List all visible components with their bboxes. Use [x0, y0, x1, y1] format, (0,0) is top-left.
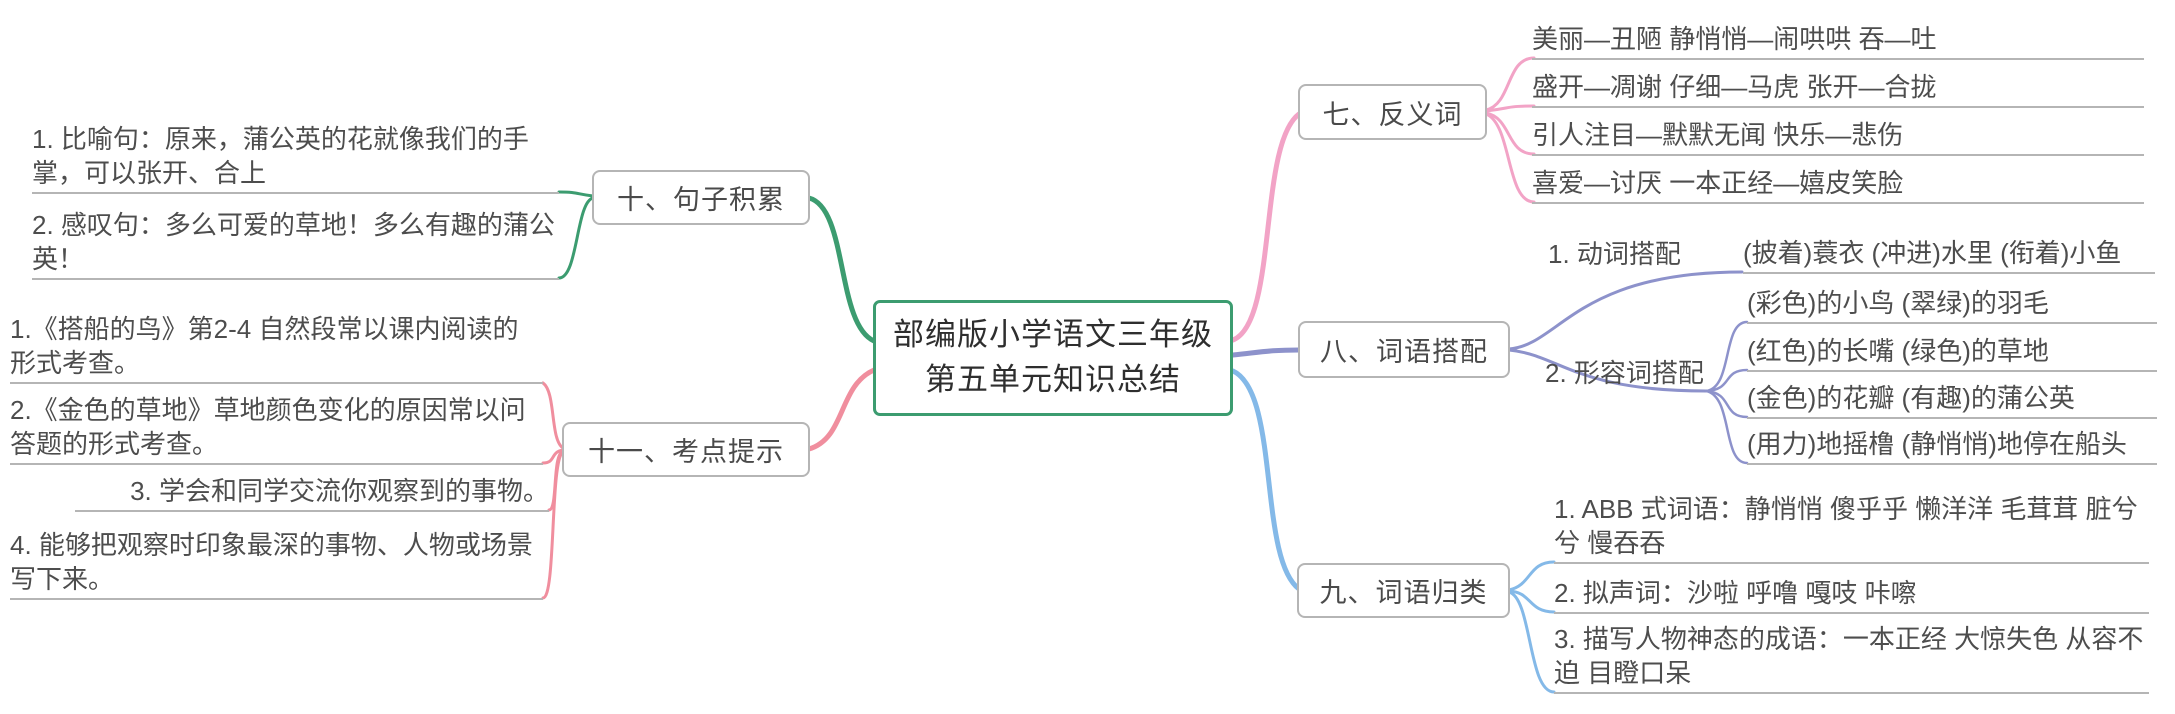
central-topic[interactable]: 部编版小学语文三年级 第五单元知识总结	[873, 300, 1233, 416]
leaf-sentences-1-text: 1. 比喻句：原来，蒲公英的花就像我们的手掌，可以张开、合上	[32, 124, 529, 188]
branch-topic-collocation[interactable]: 八、词语搭配	[1298, 321, 1510, 378]
leaf-exam-points-2[interactable]: 2.《金色的草地》草地颜色变化的原因常以问答题的形式考查。	[10, 393, 543, 465]
subtopic-verb-collocation[interactable]: 1. 动词搭配	[1548, 237, 1681, 271]
leaf-adjective-collocation-3-text: (金色)的花瓣 (有趣)的蒲公英	[1747, 383, 2075, 413]
branch-topic-exam-points-label: 十一、考点提示	[588, 437, 784, 467]
leaf-adjective-collocation-2-text: (红色)的长嘴 (绿色)的草地	[1747, 336, 2049, 366]
subtopic-adjective-collocation-label: 2. 形容词搭配	[1545, 358, 1704, 388]
leaf-verb-collocation-1-text: (披着)蓑衣 (冲进)水里 (衔着)小鱼	[1743, 238, 2122, 268]
leaf-antonyms-4[interactable]: 喜爱—讨厌 一本正经—嬉皮笑脸	[1532, 166, 2144, 204]
leaf-classification-2[interactable]: 2. 拟声词：沙啦 呼噜 嘎吱 咔嚓	[1554, 576, 2149, 614]
leaf-adjective-collocation-4[interactable]: (用力)地摇橹 (静悄悄)地停在船头	[1747, 427, 2157, 465]
leaf-adjective-collocation-1[interactable]: (彩色)的小鸟 (翠绿)的羽毛	[1747, 286, 2157, 324]
leaf-verb-collocation-1[interactable]: (披着)蓑衣 (冲进)水里 (衔着)小鱼	[1743, 236, 2155, 274]
collocation-connectors	[1230, 270, 1749, 465]
leaf-exam-points-1-text: 1.《搭船的鸟》第2-4 自然段常以课内阅读的形式考查。	[10, 314, 519, 378]
leaf-antonyms-4-text: 喜爱—讨厌 一本正经—嬉皮笑脸	[1532, 168, 1904, 198]
subtopic-verb-collocation-label: 1. 动词搭配	[1548, 239, 1681, 269]
leaf-exam-points-3-text: 3. 学会和同学交流你观察到的事物。	[130, 476, 549, 506]
branch-topic-antonyms-label: 七、反义词	[1322, 99, 1463, 130]
branch-topic-antonyms[interactable]: 七、反义词	[1298, 84, 1487, 140]
leaf-adjective-collocation-1-text: (彩色)的小鸟 (翠绿)的羽毛	[1747, 288, 2049, 318]
leaf-classification-1-text: 1. ABB 式词语：静悄悄 傻乎乎 懒洋洋 毛茸茸 脏兮兮 慢吞吞	[1554, 494, 2138, 558]
branch-topic-classification-label: 九、词语归类	[1319, 578, 1488, 608]
leaf-antonyms-2-text: 盛开—凋谢 仔细—马虎 张开—合拢	[1532, 72, 1937, 102]
leaf-sentences-2[interactable]: 2. 感叹句：多么可爱的草地！多么有趣的蒲公英！	[32, 208, 559, 280]
leaf-antonyms-3-text: 引人注目—默默无闻 快乐—悲伤	[1532, 120, 1904, 150]
leaf-classification-1[interactable]: 1. ABB 式词语：静悄悄 傻乎乎 懒洋洋 毛茸茸 脏兮兮 慢吞吞	[1554, 492, 2149, 564]
leaf-adjective-collocation-3[interactable]: (金色)的花瓣 (有趣)的蒲公英	[1747, 381, 2157, 419]
sentences-connectors	[557, 190, 877, 344]
leaf-classification-3[interactable]: 3. 描写人物神态的成语：一本正经 大惊失色 从容不迫 目瞪口呆	[1554, 622, 2149, 694]
classification-connectors	[1230, 368, 1556, 694]
branch-topic-sentences[interactable]: 十、句子积累	[592, 170, 810, 225]
leaf-adjective-collocation-4-text: (用力)地摇橹 (静悄悄)地停在船头	[1747, 429, 2127, 459]
leaf-exam-points-4[interactable]: 4. 能够把观察时印象最深的事物、人物或场景写下来。	[10, 528, 543, 600]
leaf-adjective-collocation-2[interactable]: (红色)的长嘴 (绿色)的草地	[1747, 334, 2157, 372]
branch-topic-classification[interactable]: 九、词语归类	[1297, 563, 1510, 618]
leaf-antonyms-1[interactable]: 美丽—丑陋 静悄悄—闹哄哄 吞—吐	[1532, 22, 2144, 60]
leaf-antonyms-2[interactable]: 盛开—凋谢 仔细—马虎 张开—合拢	[1532, 70, 2144, 108]
branch-topic-exam-points[interactable]: 十一、考点提示	[562, 422, 810, 477]
exam-points-connectors	[541, 367, 877, 600]
leaf-antonyms-3[interactable]: 引人注目—默默无闻 快乐—悲伤	[1532, 118, 2144, 156]
leaf-classification-3-text: 3. 描写人物神态的成语：一本正经 大惊失色 从容不迫 目瞪口呆	[1554, 624, 2144, 688]
central-topic-line2: 第五单元知识总结	[925, 362, 1181, 397]
leaf-classification-2-text: 2. 拟声词：沙啦 呼噜 嘎吱 咔嚓	[1554, 578, 1917, 608]
central-topic-line1: 部编版小学语文三年级	[893, 317, 1213, 353]
leaf-exam-points-2-text: 2.《金色的草地》草地颜色变化的原因常以问答题的形式考查。	[10, 395, 526, 459]
leaf-exam-points-4-text: 4. 能够把观察时印象最深的事物、人物或场景写下来。	[10, 530, 533, 594]
leaf-exam-points-1[interactable]: 1.《搭船的鸟》第2-4 自然段常以课内阅读的形式考查。	[10, 312, 543, 384]
leaf-sentences-1[interactable]: 1. 比喻句：原来，蒲公英的花就像我们的手掌，可以张开、合上	[32, 122, 559, 194]
antonyms-connectors	[1230, 56, 1536, 343]
branch-topic-sentences-label: 十、句子积累	[617, 185, 785, 215]
subtopic-adjective-collocation[interactable]: 2. 形容词搭配	[1545, 356, 1704, 390]
leaf-antonyms-1-text: 美丽—丑陋 静悄悄—闹哄哄 吞—吐	[1532, 24, 1937, 54]
branch-topic-collocation-label: 八、词语搭配	[1320, 337, 1488, 367]
leaf-exam-points-3[interactable]: 3. 学会和同学交流你观察到的事物。	[75, 474, 549, 512]
leaf-sentences-2-text: 2. 感叹句：多么可爱的草地！多么有趣的蒲公英！	[32, 210, 555, 274]
